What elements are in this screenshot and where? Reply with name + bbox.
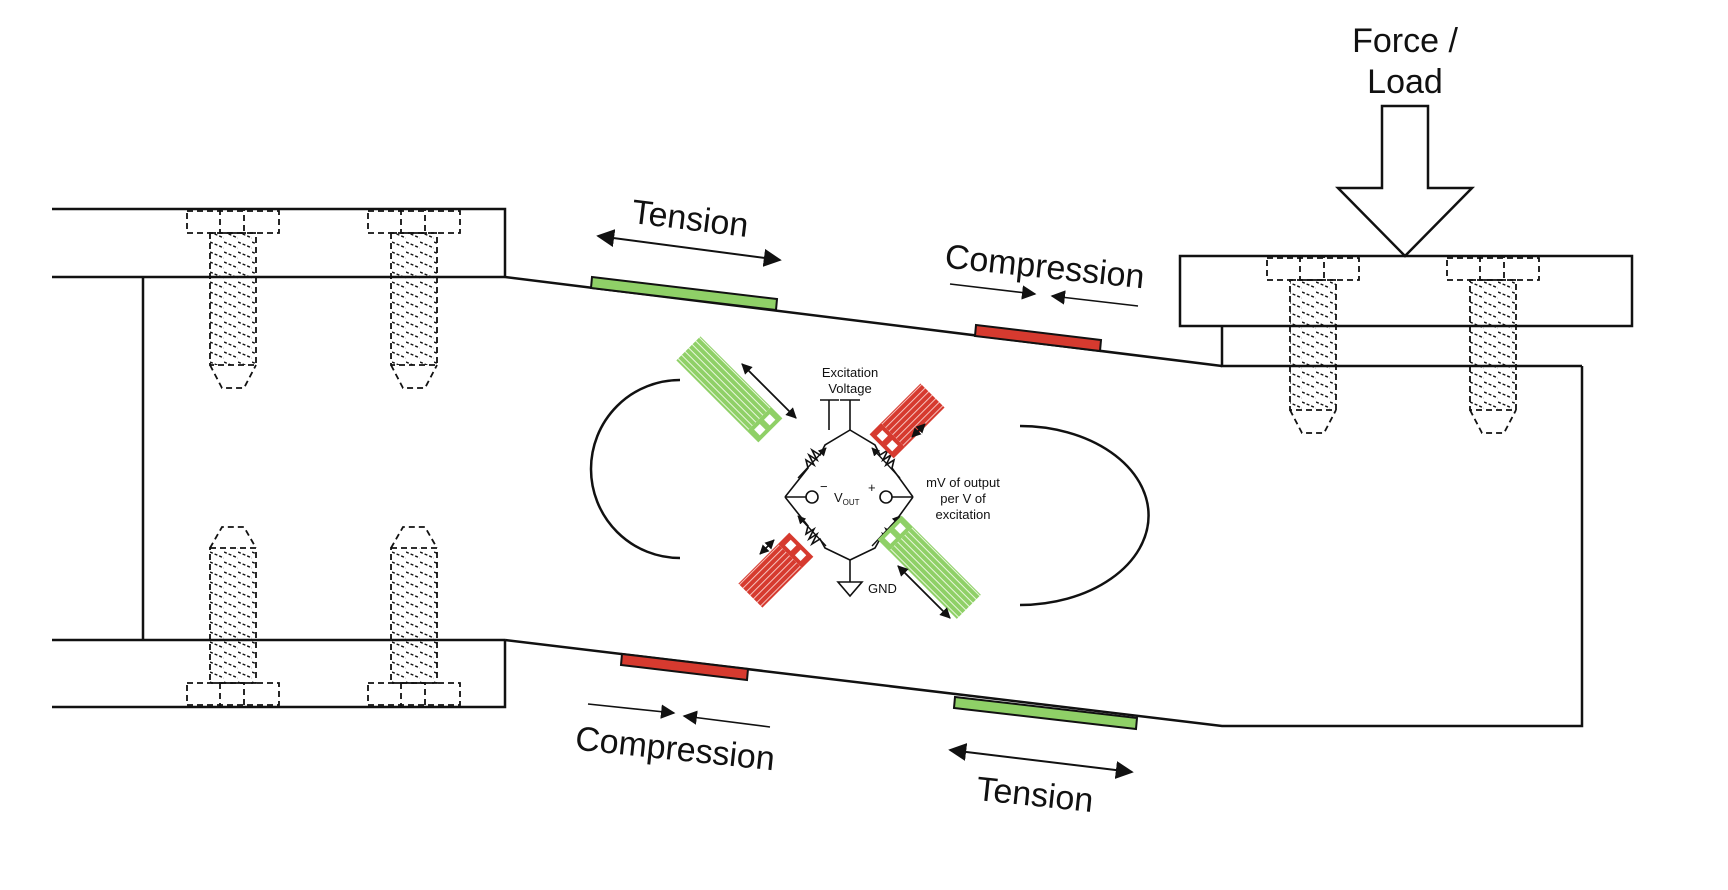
- compression-bottom-label: Compression: [574, 720, 777, 779]
- bolt-right-1: [1266, 255, 1360, 434]
- vout-plus-terminal: [879, 490, 893, 504]
- excitation-label-1: Excitation: [822, 365, 878, 380]
- left-mount: [52, 207, 507, 709]
- compression-top-arrow-left: [949, 283, 1037, 300]
- output-label-1: mV of output: [926, 475, 1000, 490]
- compression-top-arrow-right: [1050, 290, 1139, 307]
- gauge-bottom-compression: [619, 652, 750, 682]
- load-platform: [1178, 254, 1634, 328]
- tension-bottom-arrow: [948, 743, 1134, 779]
- output-label-3: excitation: [936, 507, 991, 522]
- bolt-bottom-left-2: [367, 526, 461, 708]
- ground-symbol: [836, 581, 864, 598]
- vout-label: VOUT: [834, 490, 860, 507]
- bolt-top-left-1: [186, 208, 280, 389]
- tension-top-label: Tension: [630, 193, 751, 245]
- compression-bottom-arrow-right: [682, 710, 771, 728]
- tension-top-arrow: [596, 229, 782, 267]
- left-cutout-arc: [589, 378, 681, 560]
- inset-gauge-top-left-arrow: [741, 363, 797, 419]
- bolt-top-left-2: [367, 208, 461, 389]
- inset-gauge-top-right-compression: [869, 383, 945, 459]
- gnd-label: GND: [868, 581, 897, 596]
- inset-gauge-bottom-left-arrow: [759, 539, 775, 555]
- vout-plus-sign: +: [868, 480, 876, 495]
- gauge-top-compression: [973, 323, 1103, 353]
- excitation-label-2: Voltage: [828, 381, 871, 396]
- inset-gauge-bottom-right-tension: [877, 515, 981, 619]
- vout-minus-terminal: [805, 490, 819, 504]
- compression-bottom-arrow-left: [587, 703, 676, 719]
- resistor-bottom-left: [784, 496, 851, 561]
- tension-bottom-label: Tension: [975, 770, 1096, 820]
- output-label-2: per V of: [940, 491, 986, 506]
- bolt-right-2: [1446, 255, 1540, 434]
- bolt-bottom-left-1: [186, 526, 280, 708]
- load-label: Load: [1367, 63, 1443, 101]
- force-label: Force /: [1352, 22, 1458, 60]
- force-arrow: [1335, 104, 1475, 258]
- vout-minus-sign: −: [820, 479, 828, 494]
- gauge-bottom-tension: [952, 695, 1139, 731]
- gauge-top-tension: [589, 275, 779, 312]
- resistor-top-left: [784, 429, 851, 498]
- inset-gauge-bottom-right-arrow: [897, 565, 951, 619]
- right-cutout-arc: [1019, 424, 1150, 607]
- inset-gauge-top-right-arrow: [911, 423, 926, 438]
- inset-gauge-bottom-left-compression: [738, 532, 814, 608]
